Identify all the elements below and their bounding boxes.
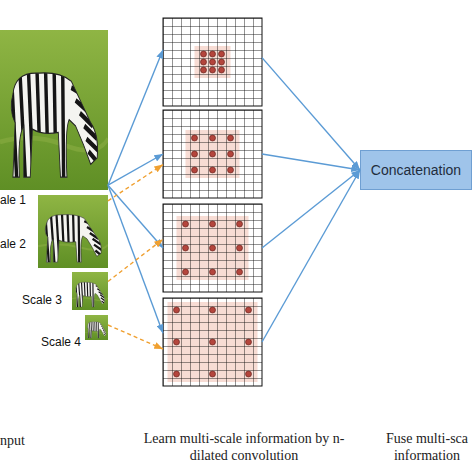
kernel-dot xyxy=(210,245,216,251)
dilated-kernel-grid xyxy=(163,298,262,386)
kernel-dot xyxy=(210,167,216,173)
grid-cells xyxy=(163,298,262,386)
receptive-field xyxy=(177,216,249,280)
kernel-dot xyxy=(210,135,216,141)
scale-image: Scale 3 xyxy=(72,272,108,310)
kernel-dot xyxy=(228,151,234,157)
kernel-dot xyxy=(210,269,216,275)
grid-cells xyxy=(163,204,262,292)
caption-text: Learn multi-scale information by n-dilat… xyxy=(136,430,352,464)
kernel-dot xyxy=(201,59,207,65)
scale-label: ale 2 xyxy=(0,237,26,251)
kernel-dot xyxy=(201,67,207,73)
kernel-dot xyxy=(246,371,252,377)
kernel-dot xyxy=(192,167,198,173)
receptive-field xyxy=(186,130,240,178)
scale-label: Scale 3 xyxy=(22,293,62,307)
kernel-dot xyxy=(210,307,216,313)
kernel-dot xyxy=(192,135,198,141)
zebra-photo xyxy=(0,30,108,190)
kernel-dot xyxy=(219,51,225,57)
dilated-kernel-grid xyxy=(163,110,262,198)
scale-image: ale 2 xyxy=(38,195,108,268)
flow-arrow xyxy=(262,154,360,170)
kernel-dot xyxy=(210,151,216,157)
kernel-dot xyxy=(210,59,216,65)
flow-arrow xyxy=(108,154,163,185)
caption-text: nput xyxy=(0,432,40,449)
kernel-dot xyxy=(192,151,198,157)
dashed-arrow xyxy=(108,239,163,281)
kernel-dot xyxy=(237,269,243,275)
dashed-arrow xyxy=(108,325,163,349)
scale-label: Scale 4 xyxy=(41,335,81,349)
kernel-dot xyxy=(246,307,252,313)
zebra-photo xyxy=(38,195,108,268)
flow-arrow xyxy=(108,50,163,186)
zebra-photo xyxy=(72,272,108,310)
process-box: Concatenation xyxy=(360,150,472,190)
scale-label: ale 1 xyxy=(0,193,26,207)
kernel-dot xyxy=(219,59,225,65)
dilated-kernel-grid xyxy=(163,204,262,292)
caption-text: Fuse multi-sca information xyxy=(380,430,474,464)
flow-arrow xyxy=(262,58,360,170)
kernel-dot xyxy=(237,221,243,227)
kernel-dot xyxy=(183,269,189,275)
kernel-dot xyxy=(201,51,207,57)
kernel-dot xyxy=(228,167,234,173)
kernel-dot xyxy=(174,371,180,377)
kernel-dot xyxy=(219,67,225,73)
flow-arrow xyxy=(262,170,360,342)
dilated-grid xyxy=(163,298,262,386)
dashed-arrow xyxy=(108,165,163,201)
grid-cells xyxy=(163,18,262,106)
kernel-dot xyxy=(183,245,189,251)
flow-arrow xyxy=(108,185,163,248)
dilated-kernel-grid xyxy=(163,18,262,106)
kernel-dot xyxy=(174,339,180,345)
kernel-dot xyxy=(210,339,216,345)
kernel-dot xyxy=(210,371,216,377)
dilated-grid xyxy=(163,110,262,198)
scale-image: ale 1 xyxy=(0,30,108,190)
kernel-dot xyxy=(246,339,252,345)
kernel-dot xyxy=(228,135,234,141)
flow-arrow xyxy=(262,170,360,248)
kernel-dot xyxy=(210,51,216,57)
kernel-dot xyxy=(174,307,180,313)
grid-cells xyxy=(163,110,262,198)
scale-image: Scale 4 xyxy=(85,315,108,340)
zebra-photo xyxy=(85,315,108,340)
kernel-dot xyxy=(237,245,243,251)
dilated-grid xyxy=(163,18,262,106)
kernel-dot xyxy=(210,221,216,227)
kernel-dot xyxy=(210,67,216,73)
dilated-grid xyxy=(163,204,262,292)
flow-arrow xyxy=(108,185,163,333)
kernel-dot xyxy=(183,221,189,227)
box-label: Concatenation xyxy=(371,163,461,177)
